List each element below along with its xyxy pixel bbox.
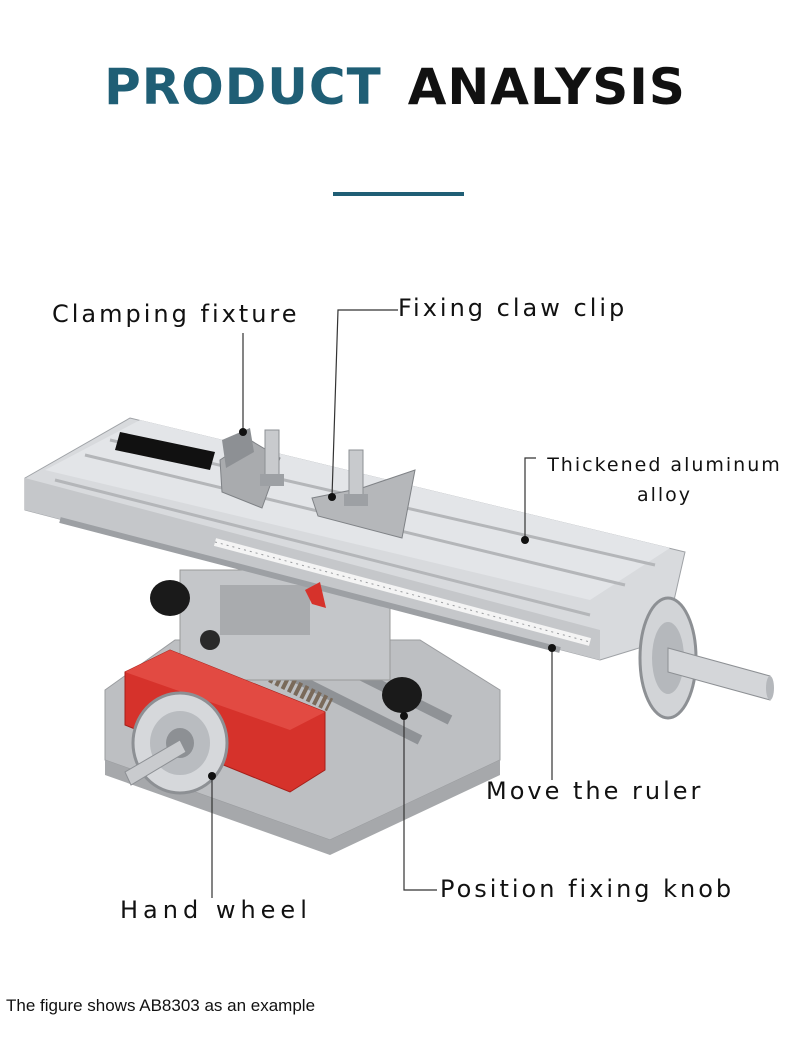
callout-dots — [208, 428, 556, 780]
label-sticker — [115, 432, 215, 470]
label-position-fixing-knob: Position fixing knob — [440, 875, 735, 903]
label-hand-wheel: Hand wheel — [120, 896, 312, 924]
table-guide-rod — [59, 517, 561, 653]
label-thickened-aluminum-line1: Thickened aluminum — [547, 454, 782, 476]
label-fixing-claw-clip: Fixing claw clip — [398, 294, 628, 322]
side-hand-wheel — [638, 596, 774, 720]
figure-caption: The figure shows AB8303 as an example — [6, 996, 316, 1015]
leader-thickened-aluminum — [524, 457, 536, 540]
front-hand-wheel — [124, 691, 229, 795]
callout-leader-lines — [211, 309, 553, 898]
label-clamping-fixture: Clamping fixture — [52, 300, 300, 328]
leader-position-knob — [403, 716, 437, 891]
label-thickened-aluminum-line2: alloy — [636, 484, 693, 506]
clamp-bolts — [260, 429, 368, 506]
position-knobs — [150, 580, 422, 713]
title-word-analysis: ANALYSIS — [407, 58, 686, 116]
page-title: PRODUCT ANALYSIS — [0, 58, 790, 116]
label-move-the-ruler: Move the ruler — [486, 777, 704, 805]
middle-carriage — [179, 569, 391, 681]
title-word-product: PRODUCT — [104, 58, 382, 116]
leader-fixing-claw-clip — [331, 309, 398, 498]
red-end-block — [124, 649, 326, 793]
label-thickened-aluminum-alloy: Thickened aluminum alloy — [541, 450, 788, 510]
title-underline — [333, 192, 464, 196]
red-pointer — [305, 582, 326, 608]
